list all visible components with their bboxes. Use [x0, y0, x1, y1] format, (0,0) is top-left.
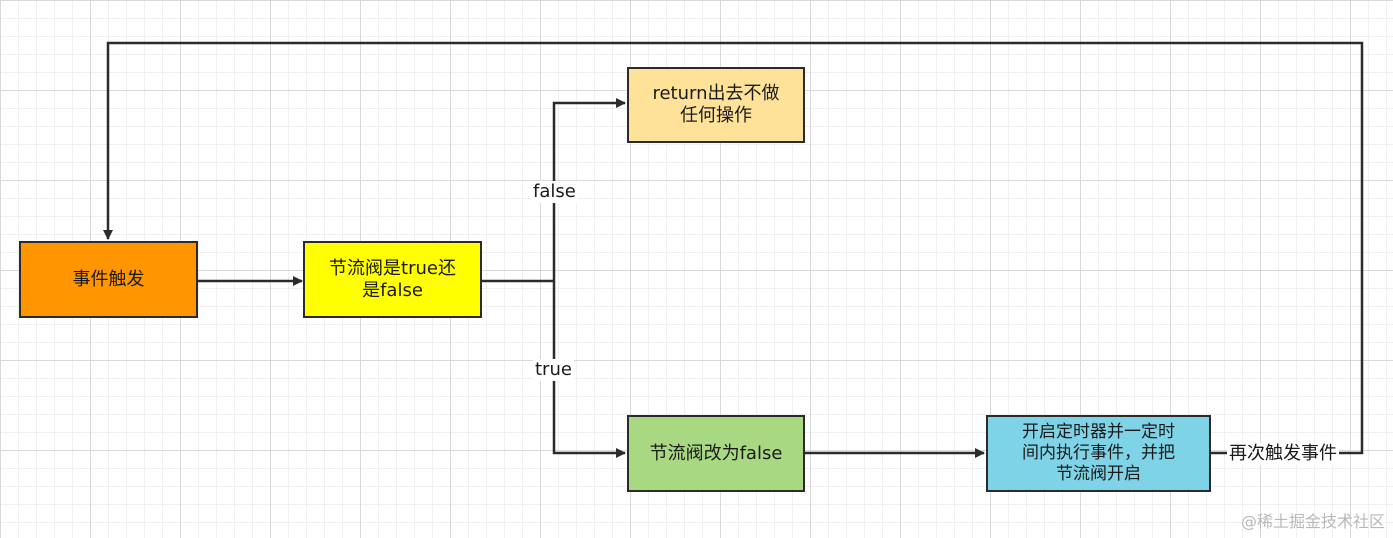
edge-label-false: false: [531, 181, 578, 203]
node-set-throttle-false: 节流阀改为false: [627, 415, 805, 492]
node-start-timer: 开启定时器并一定时 间内执行事件，并把 节流阀开启: [986, 415, 1211, 492]
node-return: return出去不做 任何操作: [627, 67, 805, 143]
edge-label-true: true: [533, 359, 574, 381]
edge-label-trigger-again: 再次触发事件: [1227, 443, 1339, 465]
watermark: @稀土掘金技术社区: [1240, 512, 1385, 531]
node-throttle-check: 节流阀是true还 是false: [303, 241, 482, 318]
node-event-trigger: 事件触发: [19, 241, 198, 318]
